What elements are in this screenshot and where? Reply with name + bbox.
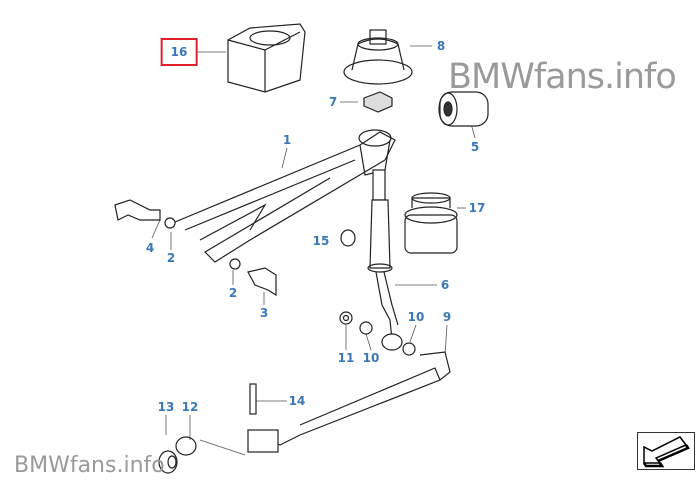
part-9-rod: [247, 351, 451, 453]
callout-10[interactable]: 10: [362, 351, 380, 365]
callout-3[interactable]: 3: [259, 306, 269, 320]
callout-15[interactable]: 15: [312, 234, 330, 248]
part-1-bracket: [174, 129, 396, 263]
part-8-boot: [343, 29, 413, 85]
part-13-bushing: [158, 450, 178, 474]
part-10-bushing-b: [402, 342, 416, 356]
callout-10[interactable]: 10: [407, 310, 425, 324]
part-5-bushing: [438, 91, 489, 127]
part-10-bushing-a: [359, 321, 373, 335]
callout-7[interactable]: 7: [328, 95, 338, 109]
part-16-cover: [227, 23, 306, 93]
callout-4[interactable]: 4: [145, 241, 155, 255]
callout-13[interactable]: 13: [157, 400, 175, 414]
part-3-clip: [247, 267, 277, 297]
part-11-washer: [339, 311, 353, 325]
callout-9[interactable]: 9: [442, 310, 452, 324]
callout-11[interactable]: 11: [337, 351, 355, 365]
part-6-lever: [367, 169, 403, 351]
callout-1[interactable]: 1: [282, 133, 292, 147]
part-14-pin: [249, 383, 257, 415]
callout-16-highlighted[interactable]: 16: [160, 38, 198, 66]
part-12-ring: [175, 436, 197, 456]
callout-2[interactable]: 2: [166, 251, 176, 265]
part-15-oring: [340, 229, 356, 247]
part-4-clip: [114, 199, 161, 221]
part-17-damper: [404, 192, 458, 254]
part-2-nut-b: [229, 258, 241, 270]
watermark-bottom: BMWfans.info: [14, 453, 165, 478]
callout-17[interactable]: 17: [468, 201, 486, 215]
part-2-nut-a: [164, 217, 176, 229]
callout-5[interactable]: 5: [470, 140, 480, 154]
callout-12[interactable]: 12: [181, 400, 199, 414]
back-arrow-button[interactable]: [637, 432, 695, 470]
callout-2[interactable]: 2: [228, 286, 238, 300]
callout-8[interactable]: 8: [436, 39, 446, 53]
callout-6[interactable]: 6: [440, 278, 450, 292]
part-7-grommet: [363, 91, 393, 113]
callout-14[interactable]: 14: [288, 394, 306, 408]
leader-lines: [151, 45, 476, 456]
watermark-top: BMWfans.info: [448, 57, 677, 97]
arrow-down-left-icon: [642, 436, 690, 468]
